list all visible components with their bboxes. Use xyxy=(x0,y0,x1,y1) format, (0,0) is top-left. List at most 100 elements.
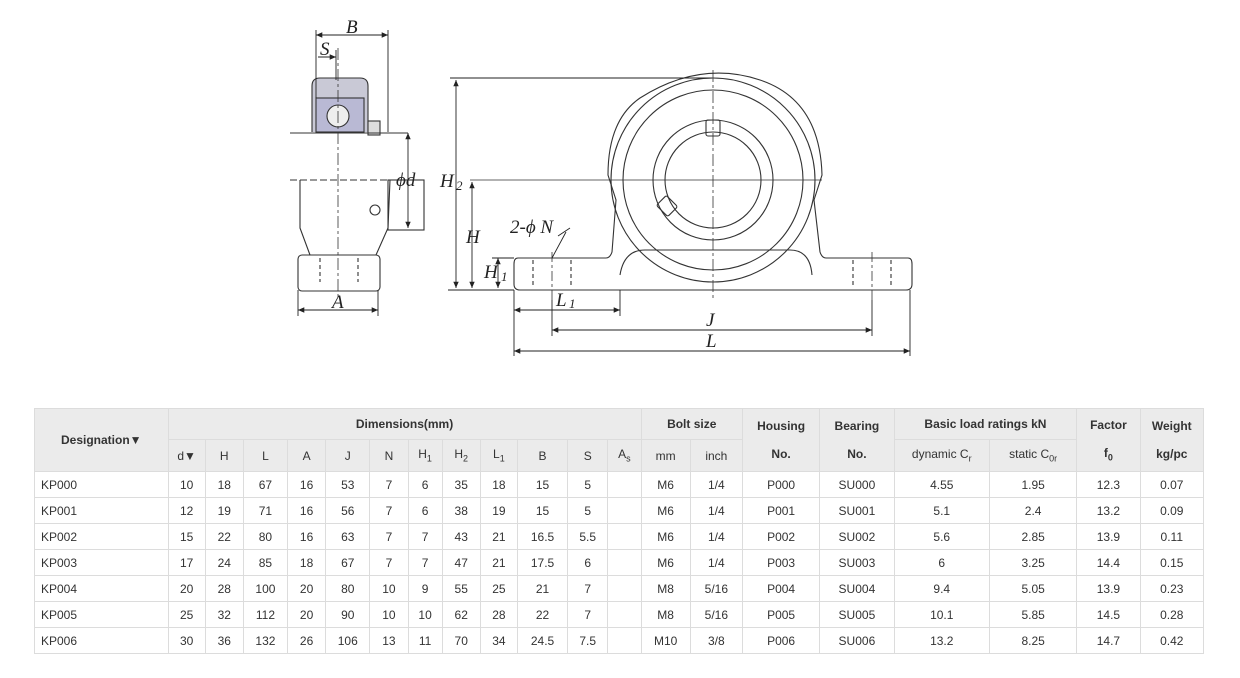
table-cell: 13 xyxy=(369,627,409,654)
dim-col-header: L1 xyxy=(479,439,518,472)
table-cell: 11 xyxy=(407,627,443,654)
table-cell: 16 xyxy=(287,497,327,524)
table-cell: 4.55 xyxy=(893,471,990,498)
label-bolt-hole: 2-ϕ N xyxy=(510,217,554,238)
table-cell: M6 xyxy=(640,549,691,576)
table-cell: 6 xyxy=(567,549,609,576)
dim-col-header: H2 xyxy=(441,439,481,472)
table-cell: 20 xyxy=(287,601,327,628)
table-cell: 9.4 xyxy=(893,575,990,602)
table-cell: 0.11 xyxy=(1139,523,1205,550)
label-phi-d: ϕd xyxy=(396,170,416,191)
table-cell: 5/16 xyxy=(689,601,743,628)
dim-col-header[interactable]: d▼ xyxy=(167,439,206,472)
dim-col-header: S xyxy=(567,439,609,472)
table-cell: P006 xyxy=(741,627,821,654)
label-B: B xyxy=(346,17,358,38)
front-view xyxy=(470,70,913,300)
table-cell: 14.5 xyxy=(1076,601,1141,628)
table-cell: 80 xyxy=(325,575,371,602)
table-cell: 0.09 xyxy=(1139,497,1205,524)
table-cell: 25 xyxy=(479,575,518,602)
label-A: A xyxy=(330,292,344,313)
table-cell: 13.9 xyxy=(1076,575,1141,602)
table-cell: 5.05 xyxy=(988,575,1078,602)
table-cell: 2.4 xyxy=(988,497,1078,524)
table-cell: 5 xyxy=(567,471,609,498)
table-cell: 15 xyxy=(167,523,206,550)
table-cell: 106 xyxy=(325,627,371,654)
label-S: S xyxy=(320,39,330,60)
designation-cell: KP006 xyxy=(34,627,169,654)
table-cell: 15 xyxy=(516,497,569,524)
table-cell: SU004 xyxy=(819,575,895,602)
table-cell: 3/8 xyxy=(689,627,743,654)
table-cell: 90 xyxy=(325,601,371,628)
table-cell: 21 xyxy=(479,523,518,550)
table-cell: M8 xyxy=(640,575,691,602)
bolt-col-header: inch xyxy=(689,439,743,472)
table-cell: 36 xyxy=(204,627,244,654)
table-cell: P003 xyxy=(741,549,821,576)
table-cell: 15 xyxy=(516,471,569,498)
table-cell: 62 xyxy=(441,601,481,628)
table-cell: 53 xyxy=(325,471,371,498)
table-cell: 0.07 xyxy=(1139,471,1205,498)
table-cell: 10 xyxy=(167,471,206,498)
table-cell: 18 xyxy=(287,549,327,576)
load-col-header: dynamic Cr xyxy=(893,439,990,472)
table-cell: 38 xyxy=(441,497,481,524)
label-H: H xyxy=(465,227,481,248)
side-view xyxy=(290,48,425,300)
table-cell: 56 xyxy=(325,497,371,524)
table-cell: 34 xyxy=(479,627,518,654)
table-cell: 1.95 xyxy=(988,471,1078,498)
table-cell: 2.85 xyxy=(988,523,1078,550)
table-cell: 19 xyxy=(204,497,244,524)
table-cell: 0.15 xyxy=(1139,549,1205,576)
technical-drawing: B S ϕd A xyxy=(290,17,913,356)
table-cell: 13.9 xyxy=(1076,523,1141,550)
table-cell: M8 xyxy=(640,601,691,628)
table-cell: 13.2 xyxy=(893,627,990,654)
table-cell: SU002 xyxy=(819,523,895,550)
table-cell: 80 xyxy=(242,523,289,550)
spec-table: Designation▼ Dimensions(mm) Bolt size Ho… xyxy=(34,408,1205,654)
label-L1: L xyxy=(555,290,567,311)
col-dimensions: Dimensions(mm) xyxy=(167,408,642,440)
table-cell: 5/16 xyxy=(689,575,743,602)
table-cell: 16 xyxy=(287,523,327,550)
table-cell: 17 xyxy=(167,549,206,576)
table-cell: SU005 xyxy=(819,601,895,628)
table-cell: 5 xyxy=(567,497,609,524)
bolt-col-header: mm xyxy=(640,439,691,472)
table-cell xyxy=(607,627,642,654)
table-cell: M6 xyxy=(640,497,691,524)
table-cell: 22 xyxy=(516,601,569,628)
table-cell: 70 xyxy=(441,627,481,654)
table-cell: 5.1 xyxy=(893,497,990,524)
col-designation[interactable]: Designation▼ xyxy=(34,408,169,472)
table-cell: 12 xyxy=(167,497,206,524)
label-L1-sub: 1 xyxy=(569,296,576,311)
table-cell: 10 xyxy=(369,601,409,628)
table-cell: 26 xyxy=(287,627,327,654)
table-cell xyxy=(607,575,642,602)
table-cell: 10.1 xyxy=(893,601,990,628)
table-cell: 7 xyxy=(369,497,409,524)
table-cell: 7 xyxy=(567,575,609,602)
table-cell: 18 xyxy=(204,471,244,498)
designation-cell: KP001 xyxy=(34,497,169,524)
table-cell: 6 xyxy=(407,497,443,524)
table-cell: SU000 xyxy=(819,471,895,498)
dim-col-header: A xyxy=(287,439,327,472)
label-H2: H xyxy=(439,171,455,192)
table-cell: 1/4 xyxy=(689,471,743,498)
table-cell: 132 xyxy=(242,627,289,654)
label-L: L xyxy=(705,331,717,352)
